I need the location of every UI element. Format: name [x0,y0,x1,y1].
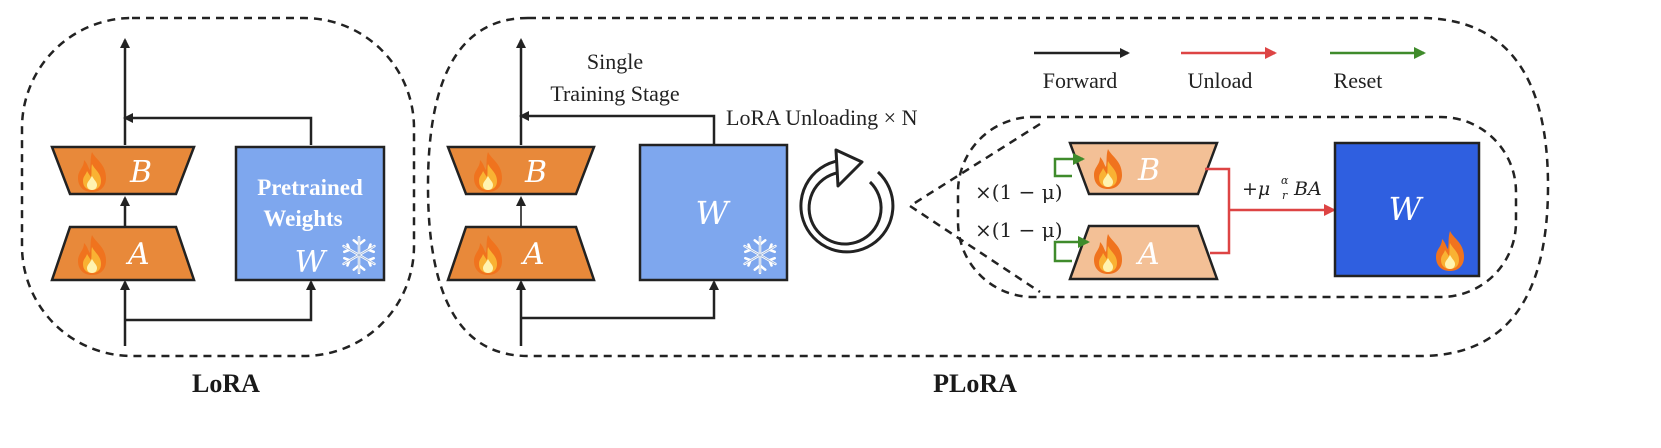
reset-arrow-b [1053,153,1085,178]
plora-block-b [446,145,596,196]
merge-expr-prefix: +μ [1242,178,1270,200]
scale-a-label: ×(1 − μ) [975,218,1063,242]
lora-weights-symbol: W [295,245,328,280]
lora-panel: B A Pretrained Weights W LoRA [20,16,416,398]
plora-block-a [446,225,596,282]
unload-block-b-label: B [1137,153,1160,188]
plora-weights-symbol: W [696,194,732,232]
plora-skip-arrow [521,280,719,320]
plora-weights-merge-arrow [519,111,716,145]
legend-reset-label: Reset [1334,68,1383,93]
lora-caption: LoRA [192,369,260,398]
stage-label-line-2: Training Stage [550,81,679,106]
lora-block-b-label: B [129,155,152,190]
plora-block-b-label: B [524,155,547,190]
merge-frac-num: α [1281,174,1289,187]
lora-weights-label-1: Pretrained [257,175,363,200]
legend-unload-label: Unload [1188,68,1253,93]
plora-dashed-border [426,16,1550,358]
merge-expression: +μ α r BA [1242,174,1322,202]
zoom-line-bottom [909,204,1041,294]
lora-skip-arrow [125,280,316,322]
lora-block-a-label: A [125,237,150,272]
unload-block-a-label: A [1135,237,1160,272]
stage-label-line-1: Single [587,49,643,74]
lora-weights-merge-arrow [123,113,313,145]
scale-b-label: ×(1 − μ) [975,180,1063,204]
merged-weights-symbol: W [1389,190,1425,228]
merge-frac-den: r [1282,189,1288,202]
plora-block-a-label: A [520,237,545,272]
cycle-arrow-icon [798,148,897,256]
unload-connector [1205,167,1231,255]
unloading-label: LoRA Unloading × N [726,105,918,130]
reset-arrow-a [1053,236,1090,263]
unloading-detail-box [956,115,1518,299]
merge-expr-tail: BA [1293,178,1322,200]
lora-dashed-border [20,16,416,358]
plora-panel: Single Training Stage B A W LoRA Unloadi… [426,16,1550,398]
lora-block-b [50,145,196,196]
zoom-line-top [909,122,1041,208]
lora-weights-label-2: Weights [263,206,342,231]
lora-block-a [50,225,196,282]
legend: Forward Unload Reset [1034,47,1426,93]
legend-forward-label: Forward [1043,68,1118,93]
plora-caption: PLoRA [933,369,1017,398]
